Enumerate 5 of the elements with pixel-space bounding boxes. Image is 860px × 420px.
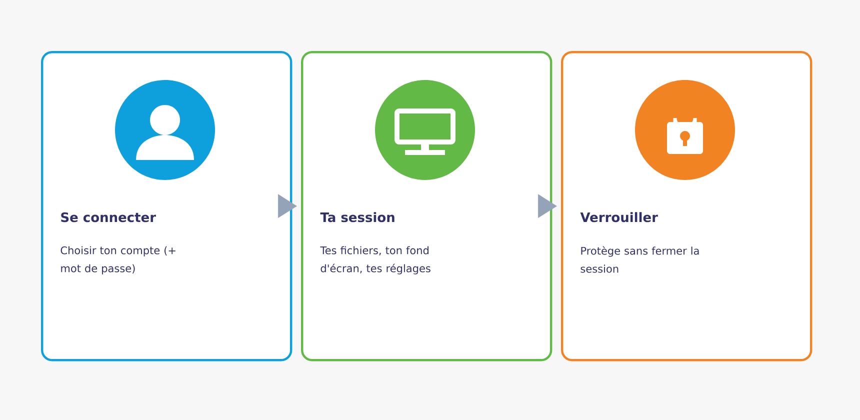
arrow bbox=[538, 194, 557, 218]
arrow bbox=[278, 194, 297, 218]
step-card: Ta session Tes fichiers, ton fond d'écran, tes réglages bbox=[301, 51, 552, 362]
step-card: Verrouiller Protège sans fermer la session bbox=[561, 51, 812, 362]
step-card: Se connecter Choisir ton compte (+ mot de passe) bbox=[41, 51, 292, 362]
